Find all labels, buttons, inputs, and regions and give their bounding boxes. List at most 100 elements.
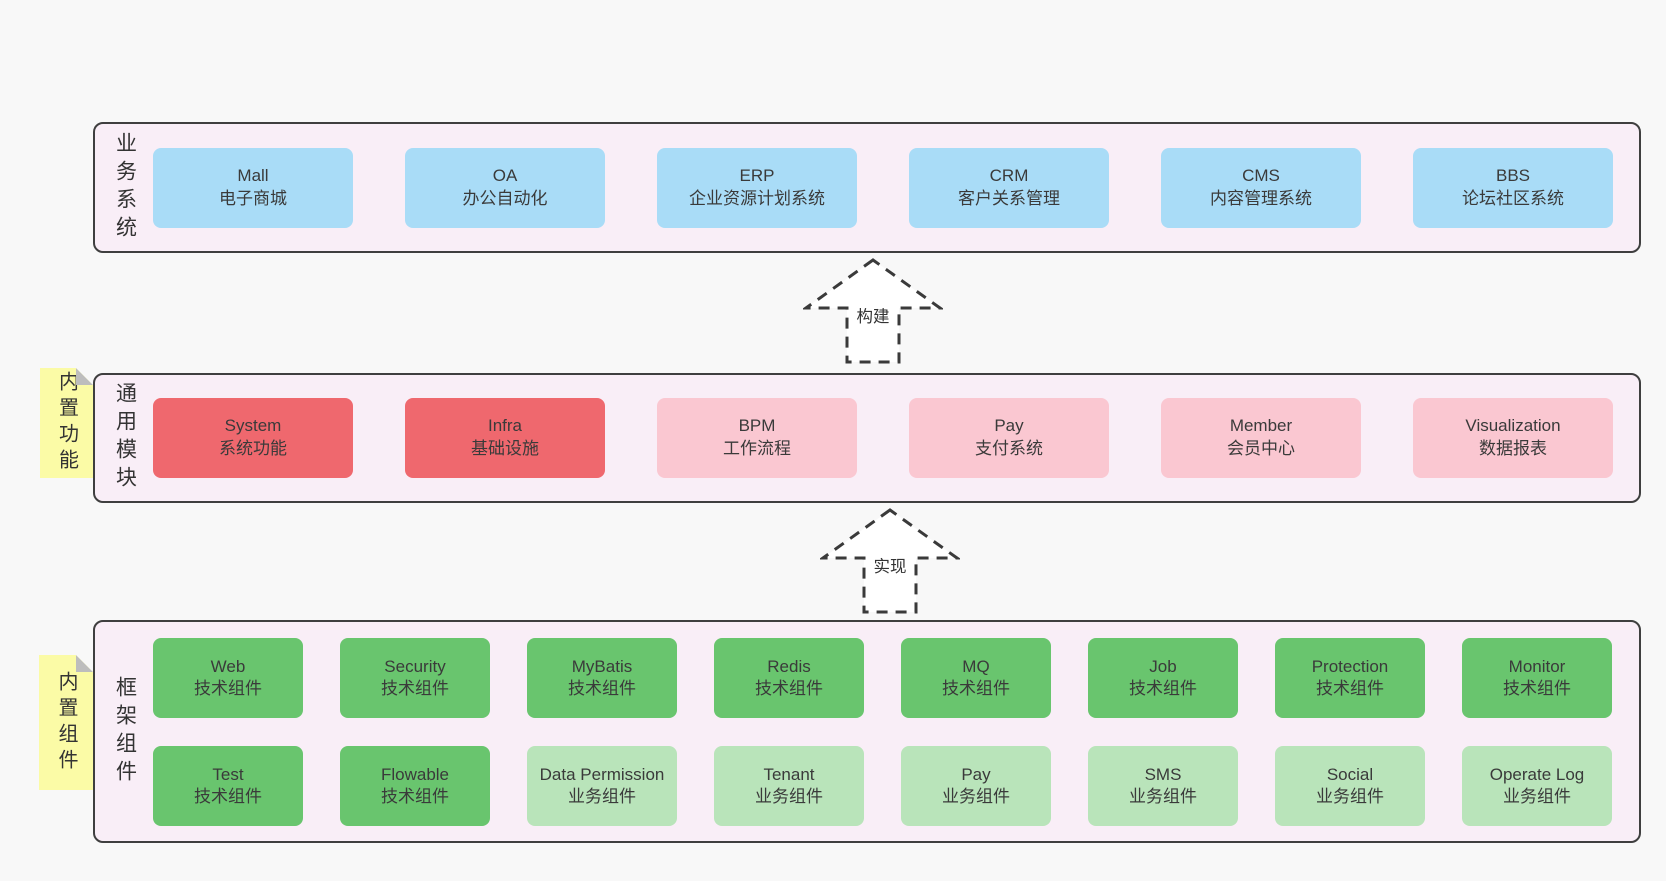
box-title: Protection <box>1311 657 1389 677</box>
box-infra: Infra 基础设施 <box>405 398 605 478</box>
box-erp: ERP 企业资源计划系统 <box>657 147 857 228</box>
arrow-label-implement: 实现 <box>872 556 908 580</box>
note-folded-corner <box>76 368 93 385</box>
box-title: SMS <box>1144 765 1182 785</box>
box-title: Redis <box>767 657 811 677</box>
box-title: OA <box>492 165 518 185</box>
box-system: System 系统功能 <box>153 398 353 478</box>
box-title: Security <box>384 657 446 677</box>
box-subtitle: 业务组件 <box>1316 786 1384 806</box>
box-subtitle: 技术组件 <box>381 678 449 698</box>
box-title: Member <box>1229 416 1293 436</box>
sticky-note-builtin-features: 内置功能 <box>40 368 93 478</box>
box-title: Operate Log <box>1489 765 1585 785</box>
box-subtitle: 业务组件 <box>1129 786 1197 806</box>
box-title: CMS <box>1242 165 1280 185</box>
box-subtitle: 内容管理系统 <box>1210 188 1312 208</box>
box-subtitle: 技术组件 <box>381 786 449 806</box>
box-subtitle: 技术组件 <box>194 786 262 806</box>
box-bbs: BBS 论坛社区系统 <box>1413 147 1613 228</box>
box-title: BPM <box>738 416 776 436</box>
box-subtitle: 工作流程 <box>723 439 791 458</box>
box-subtitle: 办公自动化 <box>462 188 548 208</box>
box-oa: OA 办公自动化 <box>405 147 605 228</box>
sticky-note-label: 内置组件 <box>55 670 77 775</box>
box-title: Social <box>1326 765 1374 785</box>
box-subtitle: 技术组件 <box>568 678 636 698</box>
box-subtitle: 基础设施 <box>471 439 539 458</box>
box-subtitle: 论坛社区系统 <box>1462 188 1564 208</box>
box-subtitle: 业务组件 <box>755 786 823 806</box>
layer-label-framework: 框架组件 <box>113 675 137 788</box>
box-bpm: BPM 工作流程 <box>657 398 857 478</box>
arrow-implement: 实现 <box>820 506 960 616</box>
arrow-build: 构建 <box>803 256 943 366</box>
box-subtitle: 业务组件 <box>942 786 1010 806</box>
box-subtitle: 数据报表 <box>1479 439 1547 458</box>
layer-label-business: 业务系统 <box>113 131 137 244</box>
sticky-note-builtin-components: 内置组件 <box>39 655 93 790</box>
box-title: Pay <box>994 416 1024 436</box>
box-subtitle: 系统功能 <box>219 439 287 458</box>
box-title: CRM <box>989 165 1029 185</box>
box-subtitle: 会员中心 <box>1227 439 1295 458</box>
box-title: BBS <box>1495 165 1531 185</box>
box-title: Pay <box>961 765 991 785</box>
box-title: MyBatis <box>571 657 633 677</box>
box-title: Web <box>210 657 246 677</box>
box-subtitle: 技术组件 <box>1503 678 1571 698</box>
box-subtitle: 技术组件 <box>1129 678 1197 698</box>
box-title: Test <box>212 765 244 785</box>
box-subtitle: 技术组件 <box>1316 678 1384 698</box>
box-subtitle: 客户关系管理 <box>958 188 1060 208</box>
box-member: Member 会员中心 <box>1161 398 1361 478</box>
box-subtitle: 技术组件 <box>194 678 262 698</box>
box-subtitle: 企业资源计划系统 <box>689 188 825 208</box>
box-crm: CRM 客户关系管理 <box>909 147 1109 228</box>
box-title: Flowable <box>380 765 450 785</box>
box-title: Infra <box>487 416 523 436</box>
box-title: Mall <box>237 165 269 185</box>
box-visualization: Visualization 数据报表 <box>1413 398 1613 478</box>
box-title: MQ <box>962 657 990 677</box>
box-title: ERP <box>739 165 775 185</box>
box-subtitle: 技术组件 <box>942 678 1010 698</box>
box-title: Job <box>1149 657 1177 677</box>
sticky-note-label: 内置功能 <box>55 371 78 475</box>
arrow-label-build: 构建 <box>855 306 891 330</box>
box-subtitle: 业务组件 <box>1503 786 1571 806</box>
box-title: Data Permission <box>539 765 665 785</box>
box-title: Visualization <box>1465 416 1561 436</box>
box-title: Monitor <box>1508 657 1566 677</box>
note-folded-corner <box>76 655 93 672</box>
layer-label-modules: 通用模块 <box>113 382 137 494</box>
box-title: System <box>224 416 282 436</box>
